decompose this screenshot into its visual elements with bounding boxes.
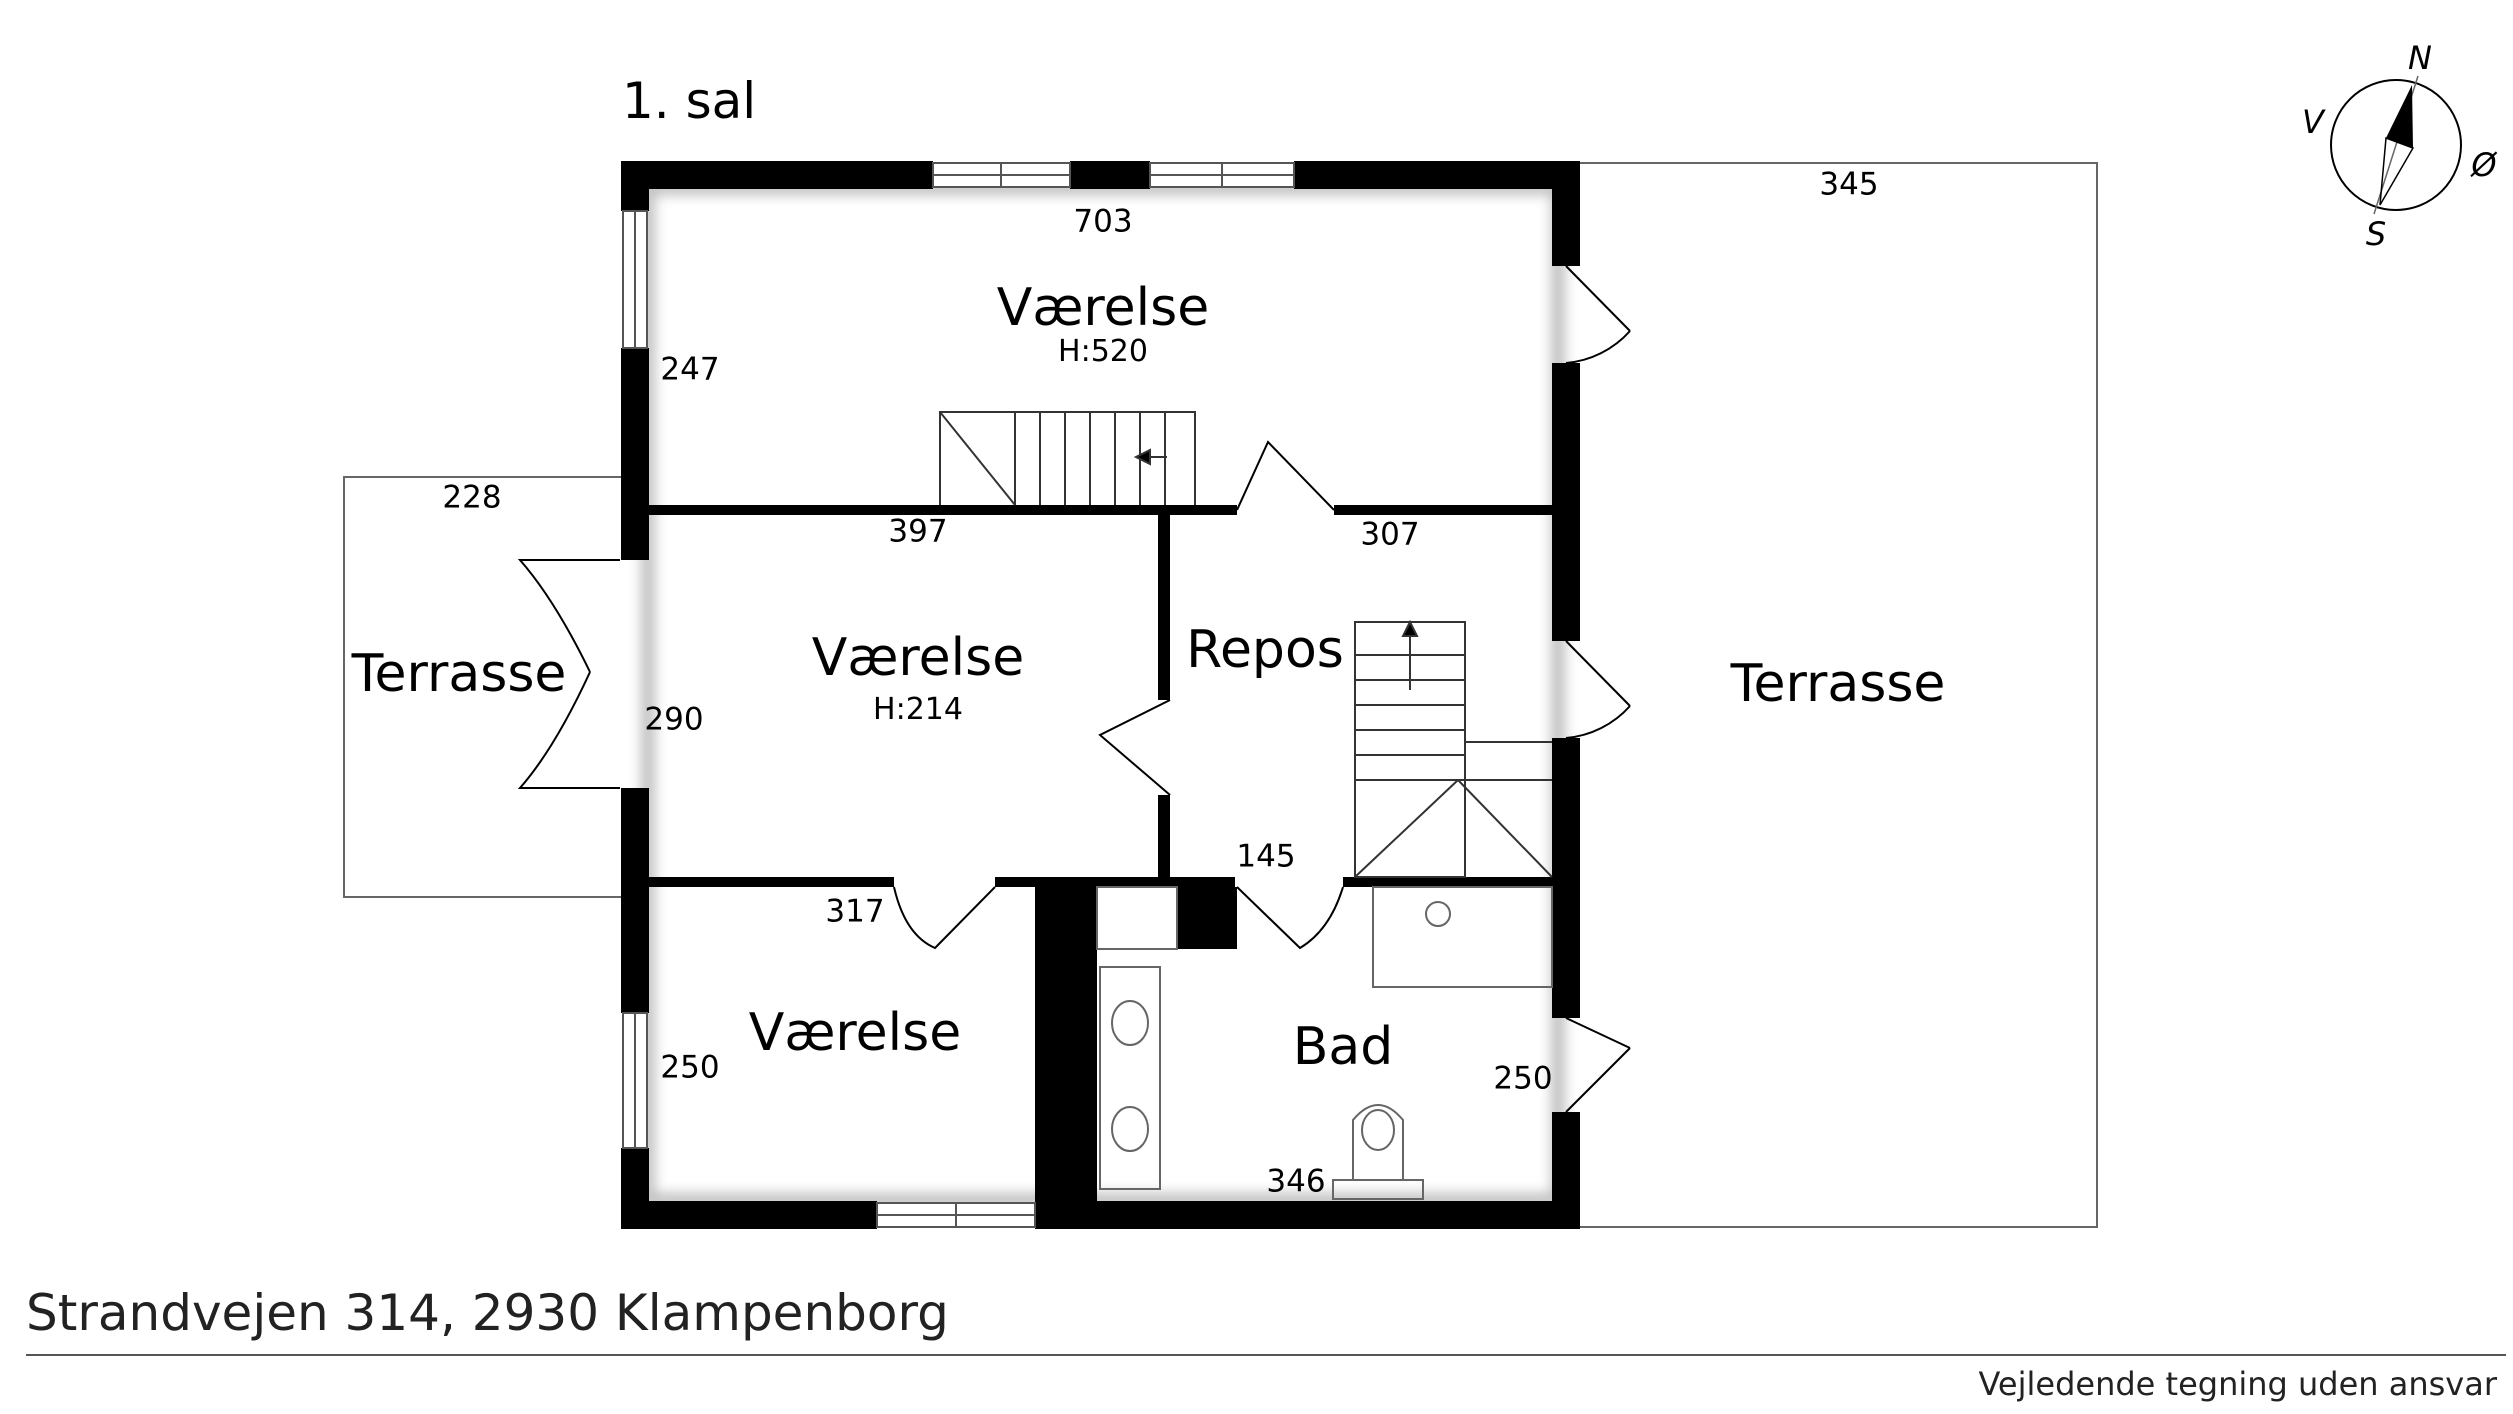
dim-bottom-width: 317 — [825, 893, 885, 930]
room-label-terrace-right: Terrasse — [1730, 654, 1946, 714]
compass — [2330, 75, 2462, 215]
stairs-upper — [939, 411, 1196, 506]
dim-terrace-right: 345 — [1819, 166, 1879, 203]
room-height-top: H:520 — [1058, 334, 1148, 369]
terrace-outline-right — [1580, 162, 2098, 1228]
disclaimer: Vejledende tegning uden ansvar — [1978, 1365, 2498, 1403]
room-label-middle: Værelse — [811, 628, 1025, 688]
bathroom-fixtures — [1096, 886, 1553, 1200]
room-height-middle: H:214 — [873, 692, 963, 727]
doors — [517, 265, 1631, 1113]
windows — [622, 162, 1295, 1228]
room-label-bathroom: Bad — [1292, 1017, 1394, 1077]
address: Strandvejen 314, 2930 Klampenborg — [26, 1284, 949, 1342]
dim-terrace-left: 228 — [442, 479, 502, 516]
compass-east-label: Ø — [2471, 146, 2497, 184]
compass-north-label: N — [2408, 39, 2432, 77]
terrace-outline-left — [343, 476, 621, 898]
dim-top-height: 247 — [660, 351, 720, 388]
dim-bath-height: 250 — [1493, 1060, 1553, 1097]
room-label-top: Værelse — [996, 278, 1210, 338]
dim-middle-width: 397 — [888, 513, 948, 550]
dim-bottom-height: 250 — [660, 1049, 720, 1086]
room-label-landing: Repos — [1186, 620, 1344, 680]
dim-bath-width: 346 — [1266, 1163, 1326, 1200]
compass-south-label: S — [2365, 215, 2387, 253]
compass-west-label: V — [2302, 103, 2324, 141]
room-label-terrace-left: Terrasse — [351, 644, 567, 704]
footer-divider — [26, 1354, 2506, 1356]
floor-title: 1. sal — [622, 72, 757, 130]
dim-middle-height: 290 — [644, 701, 704, 738]
exterior-walls — [621, 161, 1580, 1229]
dim-top-width: 703 — [1073, 203, 1133, 240]
interior-walls — [649, 505, 1552, 1201]
room-label-bottom: Værelse — [748, 1003, 962, 1063]
stairs-landing — [1354, 619, 1553, 878]
dim-landing-width: 307 — [1360, 516, 1420, 553]
dim-stair-width: 145 — [1236, 838, 1296, 875]
